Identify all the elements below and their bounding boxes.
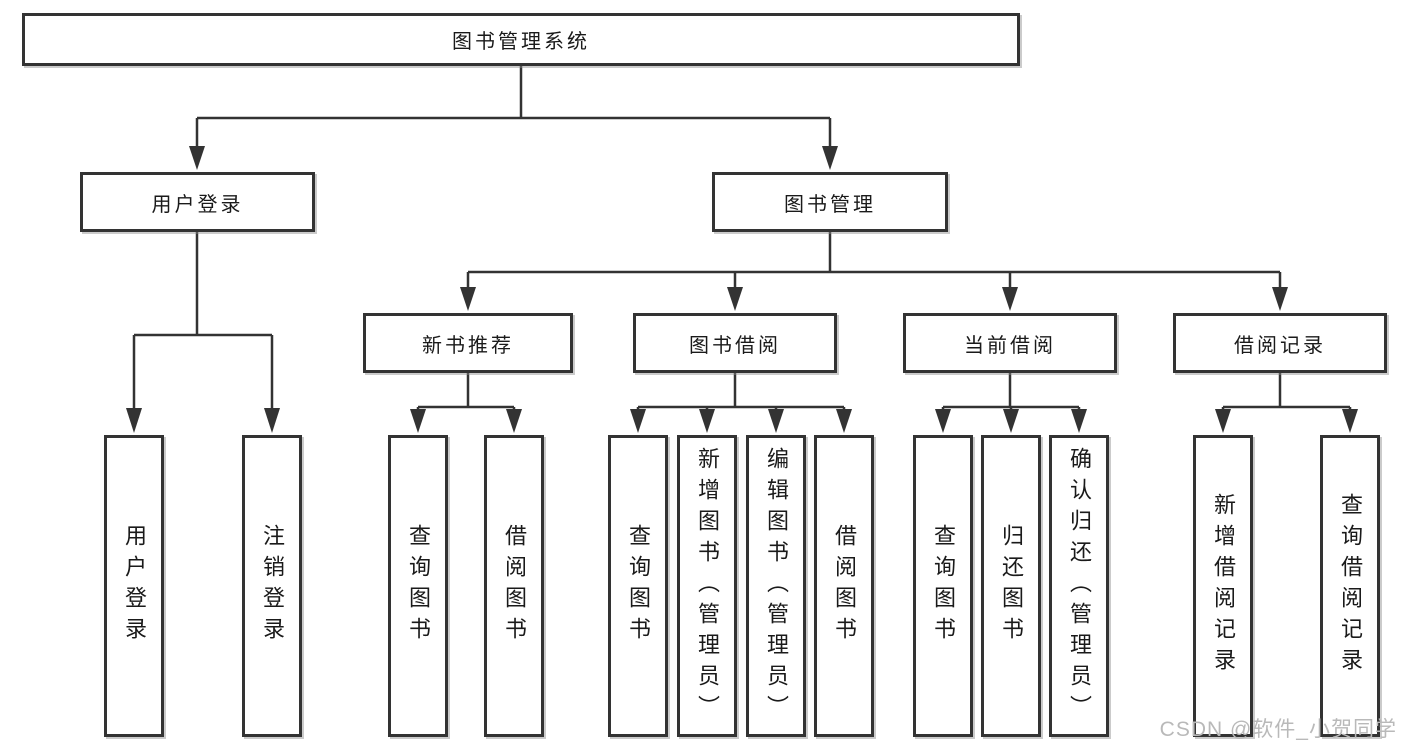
leaf-query-borrow-record: 查询借阅记录 — [1320, 435, 1380, 737]
connector-currentborrow-to-leaves — [941, 373, 1081, 414]
leaf-label: 确认归还（管理员） — [1067, 446, 1092, 726]
node-new-book-recommend-label: 新书推荐 — [422, 334, 514, 357]
connector-bookborrow-to-leaves — [636, 373, 846, 414]
leaf-query-books-1: 查询图书 — [388, 435, 448, 737]
arrowhead — [1003, 409, 1019, 433]
leaf-edit-books-admin: 编辑图书（管理员） — [746, 435, 806, 737]
arrowhead — [410, 409, 426, 433]
node-root-label: 图书管理系统 — [452, 31, 590, 53]
leaf-query-books-2: 查询图书 — [608, 435, 668, 737]
leaf-label: 查询图书 — [406, 524, 431, 648]
leaf-add-borrow-record: 新增借阅记录 — [1193, 435, 1253, 737]
arrowhead — [1071, 409, 1087, 433]
leaf-label: 新增图书（管理员） — [695, 446, 720, 726]
arrowhead — [935, 409, 951, 433]
connector-userlogin-to-leaves — [132, 232, 274, 412]
leaf-label: 查询图书 — [931, 524, 956, 648]
leaf-query-books-3: 查询图书 — [913, 435, 973, 737]
node-book-borrow: 图书借阅 — [633, 313, 837, 373]
node-borrow-record: 借阅记录 — [1173, 313, 1387, 373]
leaf-label: 用户登录 — [122, 524, 147, 648]
leaf-label: 归还图书 — [999, 524, 1024, 648]
node-book-management: 图书管理 — [712, 172, 948, 232]
node-user-login: 用户登录 — [80, 172, 315, 232]
node-borrow-record-label: 借阅记录 — [1234, 334, 1326, 357]
arrowhead — [768, 409, 784, 433]
arrowhead — [836, 409, 852, 433]
node-current-borrow-label: 当前借阅 — [964, 334, 1056, 357]
node-root: 图书管理系统 — [22, 13, 1020, 66]
node-current-borrow: 当前借阅 — [903, 313, 1117, 373]
arrowhead — [1342, 409, 1358, 433]
arrowhead — [1272, 287, 1288, 311]
leaf-label: 新增借阅记录 — [1211, 493, 1236, 679]
node-book-borrow-label: 图书借阅 — [689, 334, 781, 357]
node-user-login-label: 用户登录 — [151, 193, 244, 216]
connector-borrowrecord-to-leaves — [1221, 373, 1352, 414]
arrowhead — [1002, 287, 1018, 311]
arrowhead — [822, 146, 838, 170]
node-new-book-recommend: 新书推荐 — [363, 313, 573, 373]
arrowhead — [189, 146, 205, 170]
arrowhead — [699, 409, 715, 433]
leaf-borrow-books-1: 借阅图书 — [484, 435, 544, 737]
leaf-label: 查询借阅记录 — [1338, 493, 1363, 679]
arrowhead — [727, 287, 743, 311]
arrowhead — [126, 408, 142, 433]
leaf-return-books: 归还图书 — [981, 435, 1041, 737]
leaf-label: 编辑图书（管理员） — [764, 446, 789, 726]
leaf-borrow-books-2: 借阅图书 — [814, 435, 874, 737]
connector-root-to-level2 — [195, 66, 832, 150]
connector-newbook-to-leaves — [416, 373, 516, 414]
connector-bookmgmt-to-level3 — [466, 232, 1282, 292]
leaf-user-login: 用户登录 — [104, 435, 164, 737]
arrowhead — [506, 409, 522, 433]
leaf-logout: 注销登录 — [242, 435, 302, 737]
leaf-label: 查询图书 — [626, 524, 651, 648]
leaf-label: 借阅图书 — [832, 524, 857, 648]
csdn-watermark: CSDN @软件_小贺同学 — [1159, 718, 1397, 741]
leaf-confirm-return-admin: 确认归还（管理员） — [1049, 435, 1109, 737]
node-book-management-label: 图书管理 — [784, 193, 876, 216]
leaf-add-books-admin: 新增图书（管理员） — [677, 435, 737, 737]
arrowhead — [1215, 409, 1231, 433]
arrowhead — [264, 408, 280, 433]
arrowhead — [630, 409, 646, 433]
arrowhead — [460, 287, 476, 311]
leaf-label: 注销登录 — [260, 524, 285, 648]
leaf-label: 借阅图书 — [502, 524, 527, 648]
